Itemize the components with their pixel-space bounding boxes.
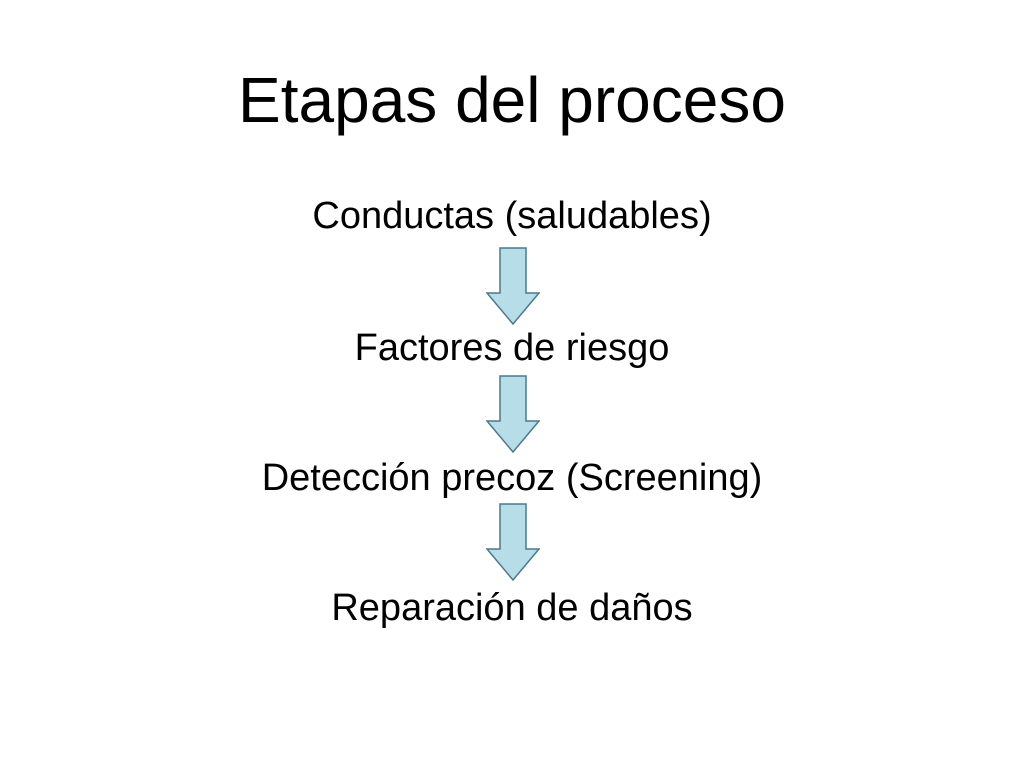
down-arrow-icon	[486, 247, 540, 325]
step-factores: Factores de riesgo	[354, 327, 670, 369]
down-arrow-icon	[486, 503, 540, 581]
step-reparacion: Reparación de daños	[331, 587, 693, 629]
step-deteccion: Detección precoz (Screening)	[261, 457, 763, 499]
step-conductas: Conductas (saludables)	[312, 195, 712, 237]
slide-title: Etapas del proceso	[238, 64, 786, 136]
down-arrow-icon	[486, 375, 540, 453]
